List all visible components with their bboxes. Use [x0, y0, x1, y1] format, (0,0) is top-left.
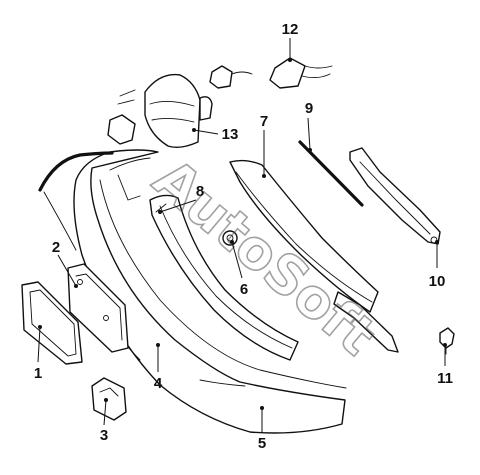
part-9-strip	[298, 140, 364, 207]
callout-12-label: 12	[282, 21, 299, 38]
callout-8: 8	[158, 183, 204, 214]
part-2-plate-bracket	[67, 263, 129, 353]
callout-4: 4	[154, 343, 163, 392]
callout-11-label: 11	[437, 370, 453, 387]
part-13-headlamp	[107, 65, 253, 149]
callout-2-label: 2	[52, 239, 60, 256]
bumper-trim-strip	[38, 151, 114, 251]
callout-7-label: 7	[260, 113, 268, 130]
callout-4-label: 4	[154, 375, 163, 392]
callout-9-label: 9	[305, 100, 313, 117]
part-8-reinforcement	[149, 194, 299, 361]
part-11-clip	[439, 327, 455, 355]
callout-10-label: 10	[429, 273, 446, 290]
part-10-bracket	[349, 147, 441, 245]
callout-1: 1	[34, 325, 42, 382]
part-7-absorber	[229, 159, 399, 353]
part-3-tow-cover	[91, 377, 127, 421]
part-12-lamp-cover	[269, 57, 333, 89]
callout-5-label: 5	[258, 435, 266, 452]
callout-5: 5	[258, 406, 266, 452]
callout-6: 6	[230, 240, 248, 298]
callout-10: 10	[429, 240, 446, 290]
callout-11: 11	[437, 343, 453, 387]
callout-8-label: 8	[196, 183, 204, 200]
callout-13-label: 13	[222, 126, 239, 143]
part-1-plate	[21, 281, 83, 365]
callout-7: 7	[260, 113, 268, 178]
callout-6-label: 6	[240, 281, 248, 298]
callout-13: 13	[192, 126, 238, 143]
callout-9: 9	[305, 100, 313, 152]
callout-12: 12	[282, 21, 299, 62]
callout-2: 2	[52, 239, 78, 288]
callout-1-label: 1	[34, 365, 42, 382]
callout-3-label: 3	[100, 427, 108, 444]
callout-3: 3	[100, 398, 108, 444]
